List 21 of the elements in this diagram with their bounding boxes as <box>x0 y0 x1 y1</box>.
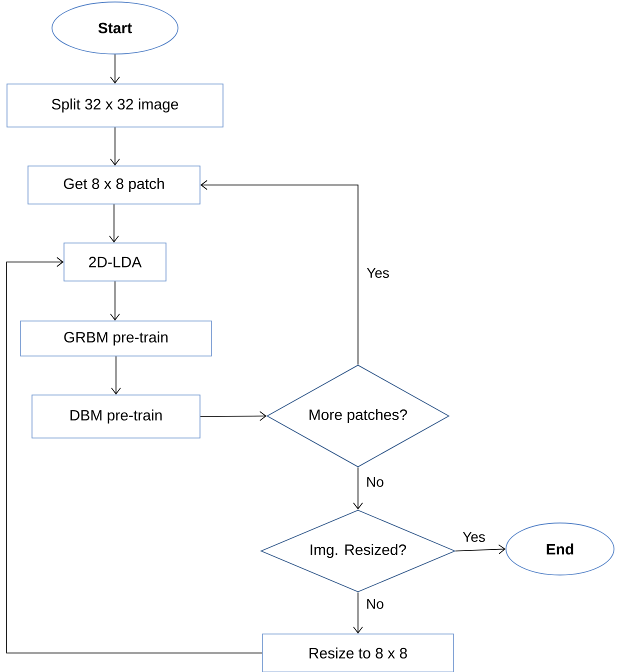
arrow <box>200 411 267 421</box>
arrow <box>111 356 121 395</box>
arrow <box>353 467 363 510</box>
process-box: Resize to 8 x 8 <box>262 634 454 672</box>
process-box: GRBM pre-train <box>20 320 212 356</box>
arrow <box>110 54 120 84</box>
arrow <box>353 592 363 634</box>
edge-label: Yes <box>366 267 390 279</box>
arrow <box>110 281 120 321</box>
arrow <box>6 257 262 654</box>
edge-label: Yes <box>462 531 486 543</box>
arrow <box>455 544 506 554</box>
arrow <box>200 180 358 365</box>
arrow <box>109 204 119 243</box>
process-box: DBM pre-train <box>32 394 200 438</box>
edge-label: No <box>365 476 385 488</box>
process-box: Get 8 x 8 patch <box>28 166 200 204</box>
arrow <box>110 127 120 166</box>
process-box: 2D-LDA <box>64 242 166 282</box>
process-box: Split 32 x 32 image <box>6 84 224 128</box>
edge-label: No <box>365 598 385 610</box>
